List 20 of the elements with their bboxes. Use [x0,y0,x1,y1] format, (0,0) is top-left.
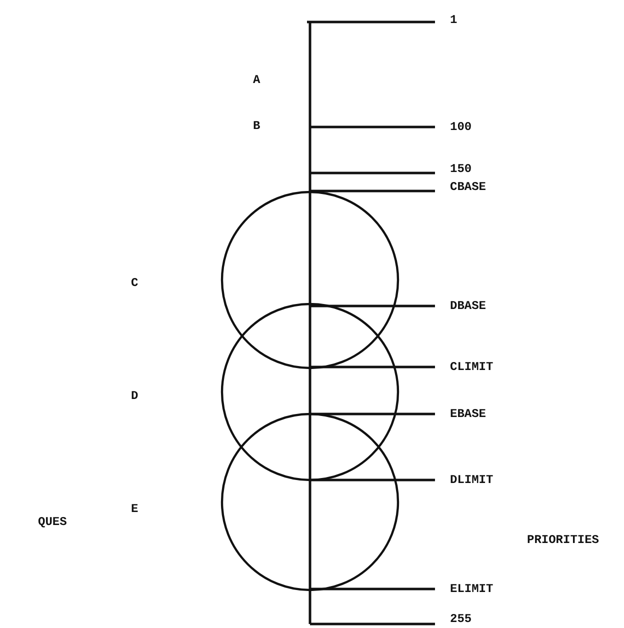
axis-label: QUES [38,515,67,529]
axis-label: PRIORITIES [527,533,600,547]
circle-outline [220,302,400,482]
circle-outline [220,190,400,370]
region-label: D [131,389,138,403]
region-label: B [253,119,260,133]
tick-label: 255 [450,612,472,626]
tick-label: DBASE [450,299,486,313]
tick-label: ELIMIT [450,582,494,596]
region-label: C [131,276,138,290]
tick-label: 150 [450,162,472,176]
circle-outline [220,412,400,592]
region-label: A [253,73,260,87]
tick-label: EBASE [450,407,486,421]
tick-label: CLIMIT [450,360,494,374]
region-label: E [131,502,138,516]
tick-label: 1 [450,13,458,27]
tick-label: DLIMIT [450,473,494,487]
tick-label: CBASE [450,180,486,194]
tick-label: 100 [450,120,472,134]
